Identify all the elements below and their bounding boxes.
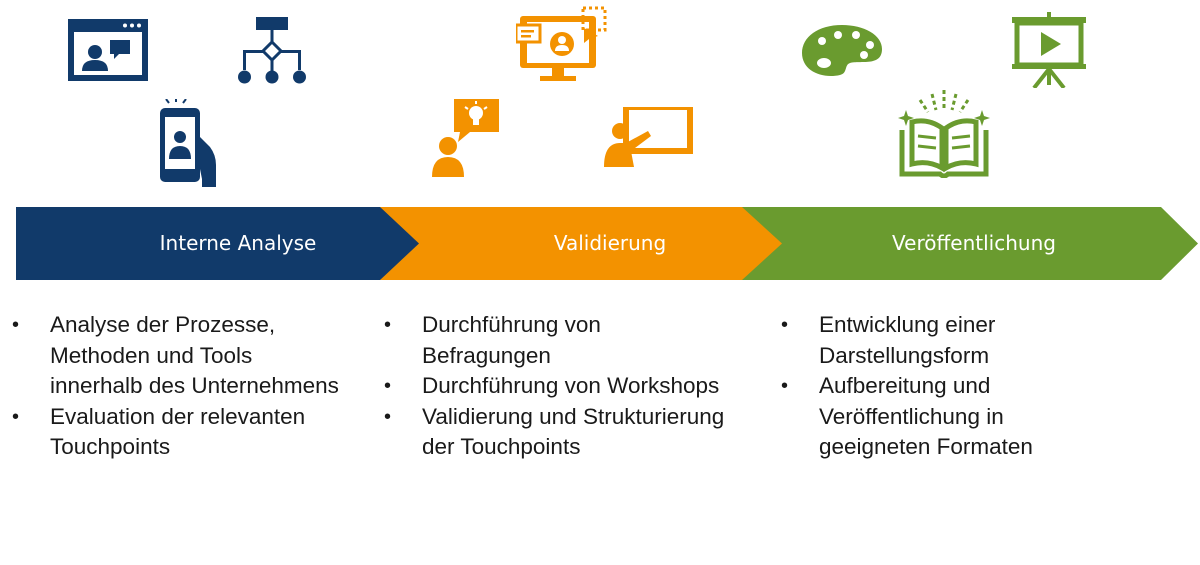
- list-item: •Validierung und Strukturierung: [384, 403, 725, 429]
- list-item: •Evaluation der relevanten: [12, 403, 306, 429]
- open-book-icon: [898, 90, 990, 178]
- list-item-continued: innerhalb des Unternehmens: [50, 373, 339, 398]
- hierarchy-chart-icon: [238, 17, 306, 84]
- bullet-list-interne-analyse: •Analyse der Prozesse, Methoden und Tool…: [12, 310, 339, 463]
- list-item: •Durchführung von: [384, 312, 601, 337]
- list-item-continued: Darstellungsform: [819, 342, 990, 368]
- bullet-list-validierung: •Durchführung von Befragungen •Durchführ…: [384, 310, 724, 463]
- process-arrow-bar: [16, 207, 1198, 280]
- list-item-continued: Veröffentlichung in: [819, 403, 1004, 429]
- projector-screen-play-icon: [1012, 12, 1086, 88]
- phase-arrow-navy: [16, 207, 419, 280]
- phase-arrow-green: [740, 207, 1198, 280]
- list-item: •Analyse der Prozesse,: [12, 312, 276, 337]
- bullet-list-veroeffentlichung: •Entwicklung einer Darstellungsform •Auf…: [781, 310, 1033, 463]
- list-item: •Aufbereitung und: [781, 373, 991, 398]
- list-item: •Durchführung von Workshops: [384, 373, 720, 398]
- phase-label-veroeffentlichung: Veröffentlichung: [892, 231, 1056, 255]
- paint-palette-icon: [802, 25, 882, 77]
- list-item-continued: geeigneten Formaten: [819, 434, 1033, 459]
- list-item-continued: der Touchpoints: [422, 434, 581, 459]
- list-item-continued: Methoden und Tools: [50, 342, 253, 368]
- presentation-monitor-icon: [516, 6, 607, 81]
- list-item: •Entwicklung einer: [781, 312, 996, 337]
- smartphone-user-icon: [160, 99, 216, 187]
- teacher-board-icon: [604, 107, 693, 167]
- list-item-continued: Touchpoints: [50, 434, 171, 459]
- idea-speech-bubble-icon: [432, 99, 499, 177]
- phase-arrow-orange: [380, 207, 782, 280]
- phase-label-interne-analyse: Interne Analyse: [159, 231, 317, 255]
- list-item-continued: Befragungen: [422, 342, 551, 368]
- phase-label-validierung: Validierung: [553, 231, 667, 255]
- video-chat-window-icon: [68, 19, 148, 81]
